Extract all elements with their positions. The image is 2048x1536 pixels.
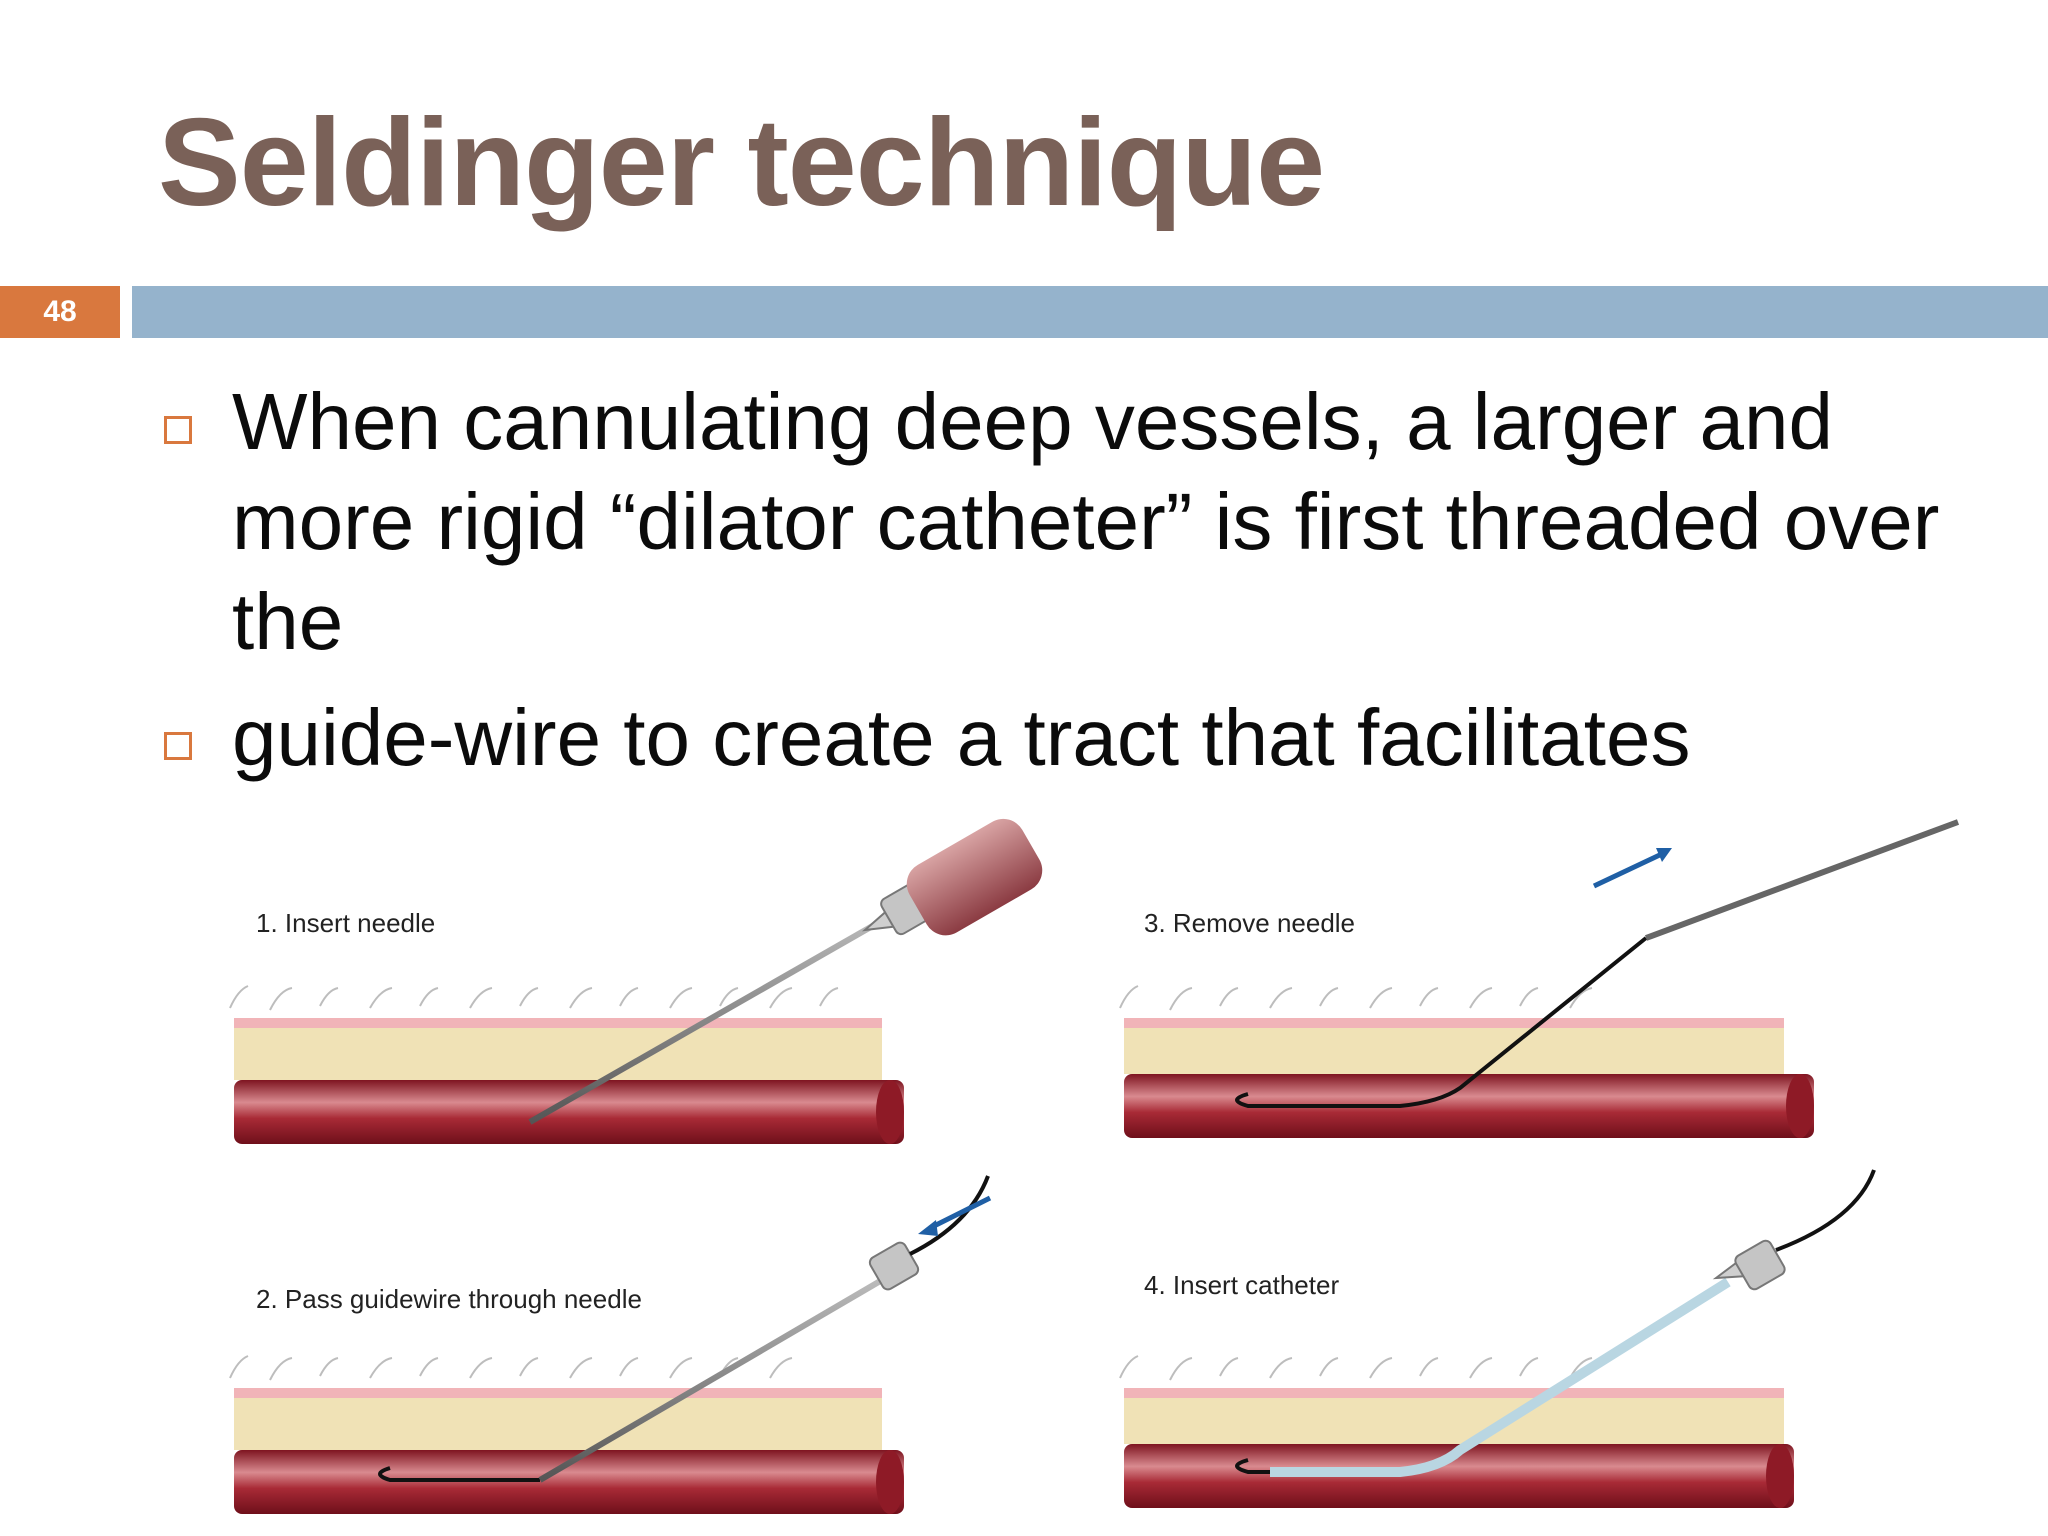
bullet-list: When cannulating deep vessels, a larger … bbox=[160, 372, 1960, 788]
panel-label: 3. Remove needle bbox=[1144, 908, 1356, 938]
slide-number: 48 bbox=[0, 286, 120, 338]
panel-2 bbox=[229, 1175, 992, 1514]
bullet-item: When cannulating deep vessels, a larger … bbox=[160, 372, 1960, 672]
seldinger-illustration bbox=[229, 818, 1960, 1514]
seldinger-figure: 1. Insert needle 3. Remove needle 2. Pas… bbox=[210, 798, 1980, 1526]
panel-label: 2. Pass guidewire through needle bbox=[256, 1284, 642, 1314]
square-bullet-icon bbox=[164, 416, 192, 444]
panel-label: 4. Insert catheter bbox=[1144, 1270, 1340, 1300]
panel-4 bbox=[1119, 1169, 1876, 1508]
panel-1 bbox=[229, 818, 1043, 1144]
panel-label: 1. Insert needle bbox=[256, 908, 436, 938]
square-bullet-icon bbox=[164, 732, 192, 760]
panel-3 bbox=[1119, 819, 1960, 1138]
bullet-item: guide-wire to create a tract that facili… bbox=[160, 688, 1960, 788]
bullet-text: guide-wire to create a tract that facili… bbox=[232, 693, 1691, 782]
slide-title: Seldinger technique bbox=[158, 94, 1325, 232]
title-rule bbox=[132, 286, 2048, 338]
bullet-text: When cannulating deep vessels, a larger … bbox=[232, 377, 1940, 666]
